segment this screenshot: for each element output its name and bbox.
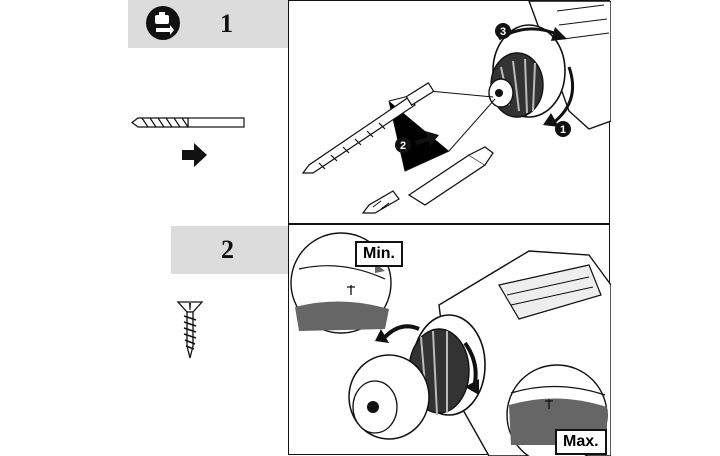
marker-3: 3 <box>500 26 506 38</box>
step-2-header: 2 <box>171 226 288 274</box>
marker-1: 1 <box>560 124 566 136</box>
panel-torque-setting: Min. Max. <box>288 224 611 456</box>
panel-bit-insertion: 3 1 2 <box>288 0 611 224</box>
drill-bit-icon <box>131 117 245 128</box>
step-1-number: 1 <box>220 9 233 38</box>
marker-2: 2 <box>400 140 406 152</box>
callout-min: Min. <box>355 241 403 267</box>
panel-2-illustration <box>290 232 611 456</box>
panel-1-illustration: 3 1 2 <box>301 1 611 214</box>
callout-max: Max. <box>555 429 607 455</box>
arrow-right-icon <box>182 143 207 167</box>
step-1-header: 1 <box>128 0 288 48</box>
step-2-number: 2 <box>221 235 234 264</box>
bit-change-icon <box>146 6 180 40</box>
screw-icon <box>176 301 204 359</box>
